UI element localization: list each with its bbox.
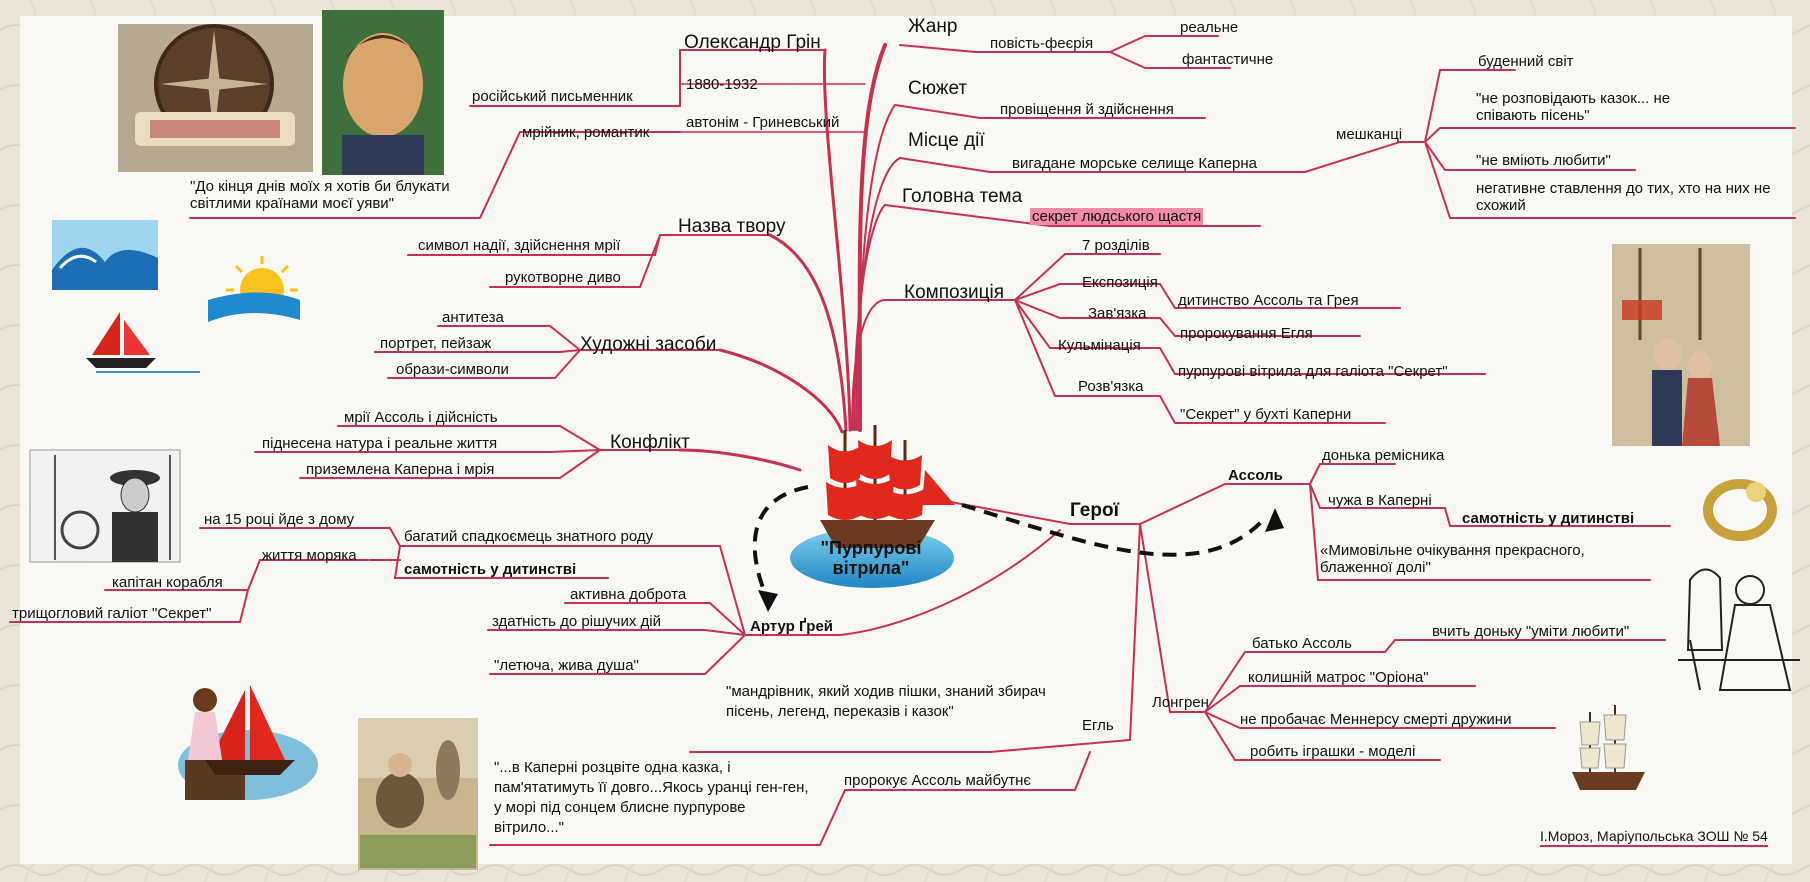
plot-value: провіщення й здійснення (1000, 101, 1174, 118)
grey-captain: капітан корабля (112, 574, 223, 591)
assol-item: донька ремісника (1322, 447, 1445, 464)
theme-label: Головна тема (902, 186, 1023, 207)
author-name: Олександр Грін (684, 32, 821, 53)
author-trait: мрійник, романтик (522, 124, 650, 141)
author-quote: "До кінця днів моїх я хотів би блукати с… (190, 178, 450, 212)
grey-sailor: життя моряка (262, 547, 357, 564)
egl-description: "мандрівник, який ходив пішки, знаний зб… (726, 683, 1046, 720)
means-label: Художні засоби (580, 334, 717, 355)
grey-item: "летюча, жива душа" (494, 657, 639, 674)
composition-item: Зав'язка (1088, 305, 1147, 322)
grey-ship: трищогловий галіот "Секрет" (12, 605, 212, 622)
composition-item: Розв'язка (1078, 378, 1144, 395)
captain-picture (29, 449, 181, 563)
dashed-arrows (752, 485, 1267, 601)
composition-item: 7 розділів (1082, 237, 1150, 254)
author-role: російський письменник (472, 88, 633, 105)
longren-item: не пробачає Меннерсу смерті дружини (1240, 711, 1512, 728)
resident-item: буденний світ (1478, 53, 1574, 70)
resident-item: "не розповідають казок... не співають пі… (1476, 90, 1671, 124)
means-item: образи-символи (396, 361, 509, 378)
grey-heir: багатий спадкоємець знатного роду (404, 528, 654, 545)
assol-item: чужа в Каперні (1328, 492, 1432, 509)
grey-item: активна доброта (570, 586, 687, 603)
compass-picture (118, 24, 313, 172)
place-label: Місце дії (908, 130, 985, 151)
composition-label: Композиція (904, 282, 1005, 303)
egl-quote: "...в Каперні розцвіте одна казка, і пам… (494, 759, 809, 836)
sun-sea-picture (208, 256, 300, 322)
author-years: 1880-1932 (686, 76, 758, 93)
central-ship-icon (790, 425, 955, 588)
egl-label: Егль (1082, 717, 1114, 734)
resident-item: "не вміють любити" (1476, 152, 1611, 169)
grey-leaves: на 15 році йде з дому (204, 511, 355, 528)
resident-item: негативне ставлення до тих, хто на них н… (1476, 180, 1771, 214)
harbor-picture (1612, 244, 1750, 446)
means-item: портрет, пейзаж (380, 335, 492, 352)
composition-value: дитинство Ассоль та Грея (1178, 292, 1359, 309)
center-title: "Пурпурові вітрила" (820, 538, 922, 578)
place-value: вигадане морське селище Каперна (1012, 155, 1257, 172)
conflict-item: приземлена Каперна і мрія (306, 461, 495, 478)
conflict-item: піднесена натура і реальне життя (262, 435, 498, 452)
portrait-green-picture (322, 10, 444, 175)
grey-lonely: самотність у дитинстві (404, 561, 577, 578)
title-item: символ надії, здійснення мрії (418, 237, 621, 254)
arrow-heads (758, 508, 1284, 612)
longren-father: батько Ассоль (1252, 635, 1352, 652)
means-item: антитеза (442, 309, 504, 326)
conflict-label: Конфлікт (610, 432, 690, 453)
longren-label: Лонгрен (1152, 694, 1209, 711)
longren-item: колишній матрос "Оріона" (1248, 669, 1429, 686)
genre-label: Жанр (908, 16, 958, 37)
conflict-item: мрії Ассоль і дійсність (344, 409, 498, 426)
assol-ship-picture (178, 685, 318, 800)
heroes-label: Герої (1070, 500, 1119, 521)
author-credit: І.Мороз, Маріупольська ЗОШ № 54 (1540, 828, 1768, 847)
assol-lonely: самотність у дитинстві (1462, 510, 1635, 527)
longren-teaches: вчить доньку "уміти любити" (1432, 623, 1630, 640)
sailing-ship-picture (1572, 705, 1645, 790)
composition-value: "Секрет" у бухті Каперни (1180, 406, 1352, 423)
genre-sub: повість-феєрія (990, 35, 1094, 52)
longren-item: робить іграшки - моделі (1250, 743, 1416, 760)
ring-picture (1703, 479, 1777, 541)
title-branch-label: Назва твору (678, 216, 786, 237)
sailboat-picture (86, 312, 200, 373)
grey-item: здатність до рішучих дій (492, 613, 661, 630)
plot-label: Сюжет (908, 78, 968, 99)
branch-lines (9, 35, 1796, 846)
assol-item: «Мимовільне очікування прекрасного, блаж… (1320, 542, 1585, 576)
composition-item: Кульмінація (1058, 337, 1141, 354)
author-pseudonym: автонім - Гриневський (686, 114, 840, 131)
assol-label: Ассоль (1228, 467, 1283, 484)
egl-picture (358, 718, 478, 870)
grey-label: Артур Ґрей (750, 618, 834, 635)
genre-item: фантастичне (1182, 51, 1274, 68)
egl-predicts: пророкує Ассоль майбутнє (844, 772, 1032, 789)
genre-item: реальне (1180, 19, 1239, 36)
composition-item: Експозиція (1082, 274, 1158, 291)
longren-sketch-picture (1678, 568, 1800, 691)
residents-label: мешканці (1336, 126, 1403, 143)
theme-value: секрет людського щастя (1030, 208, 1204, 225)
composition-value: пурпурові вітрила для галіота "Секрет" (1178, 363, 1448, 380)
composition-value: пророкування Егля (1180, 325, 1313, 342)
title-item: рукотворне диво (505, 269, 621, 286)
wave-picture (52, 220, 158, 290)
